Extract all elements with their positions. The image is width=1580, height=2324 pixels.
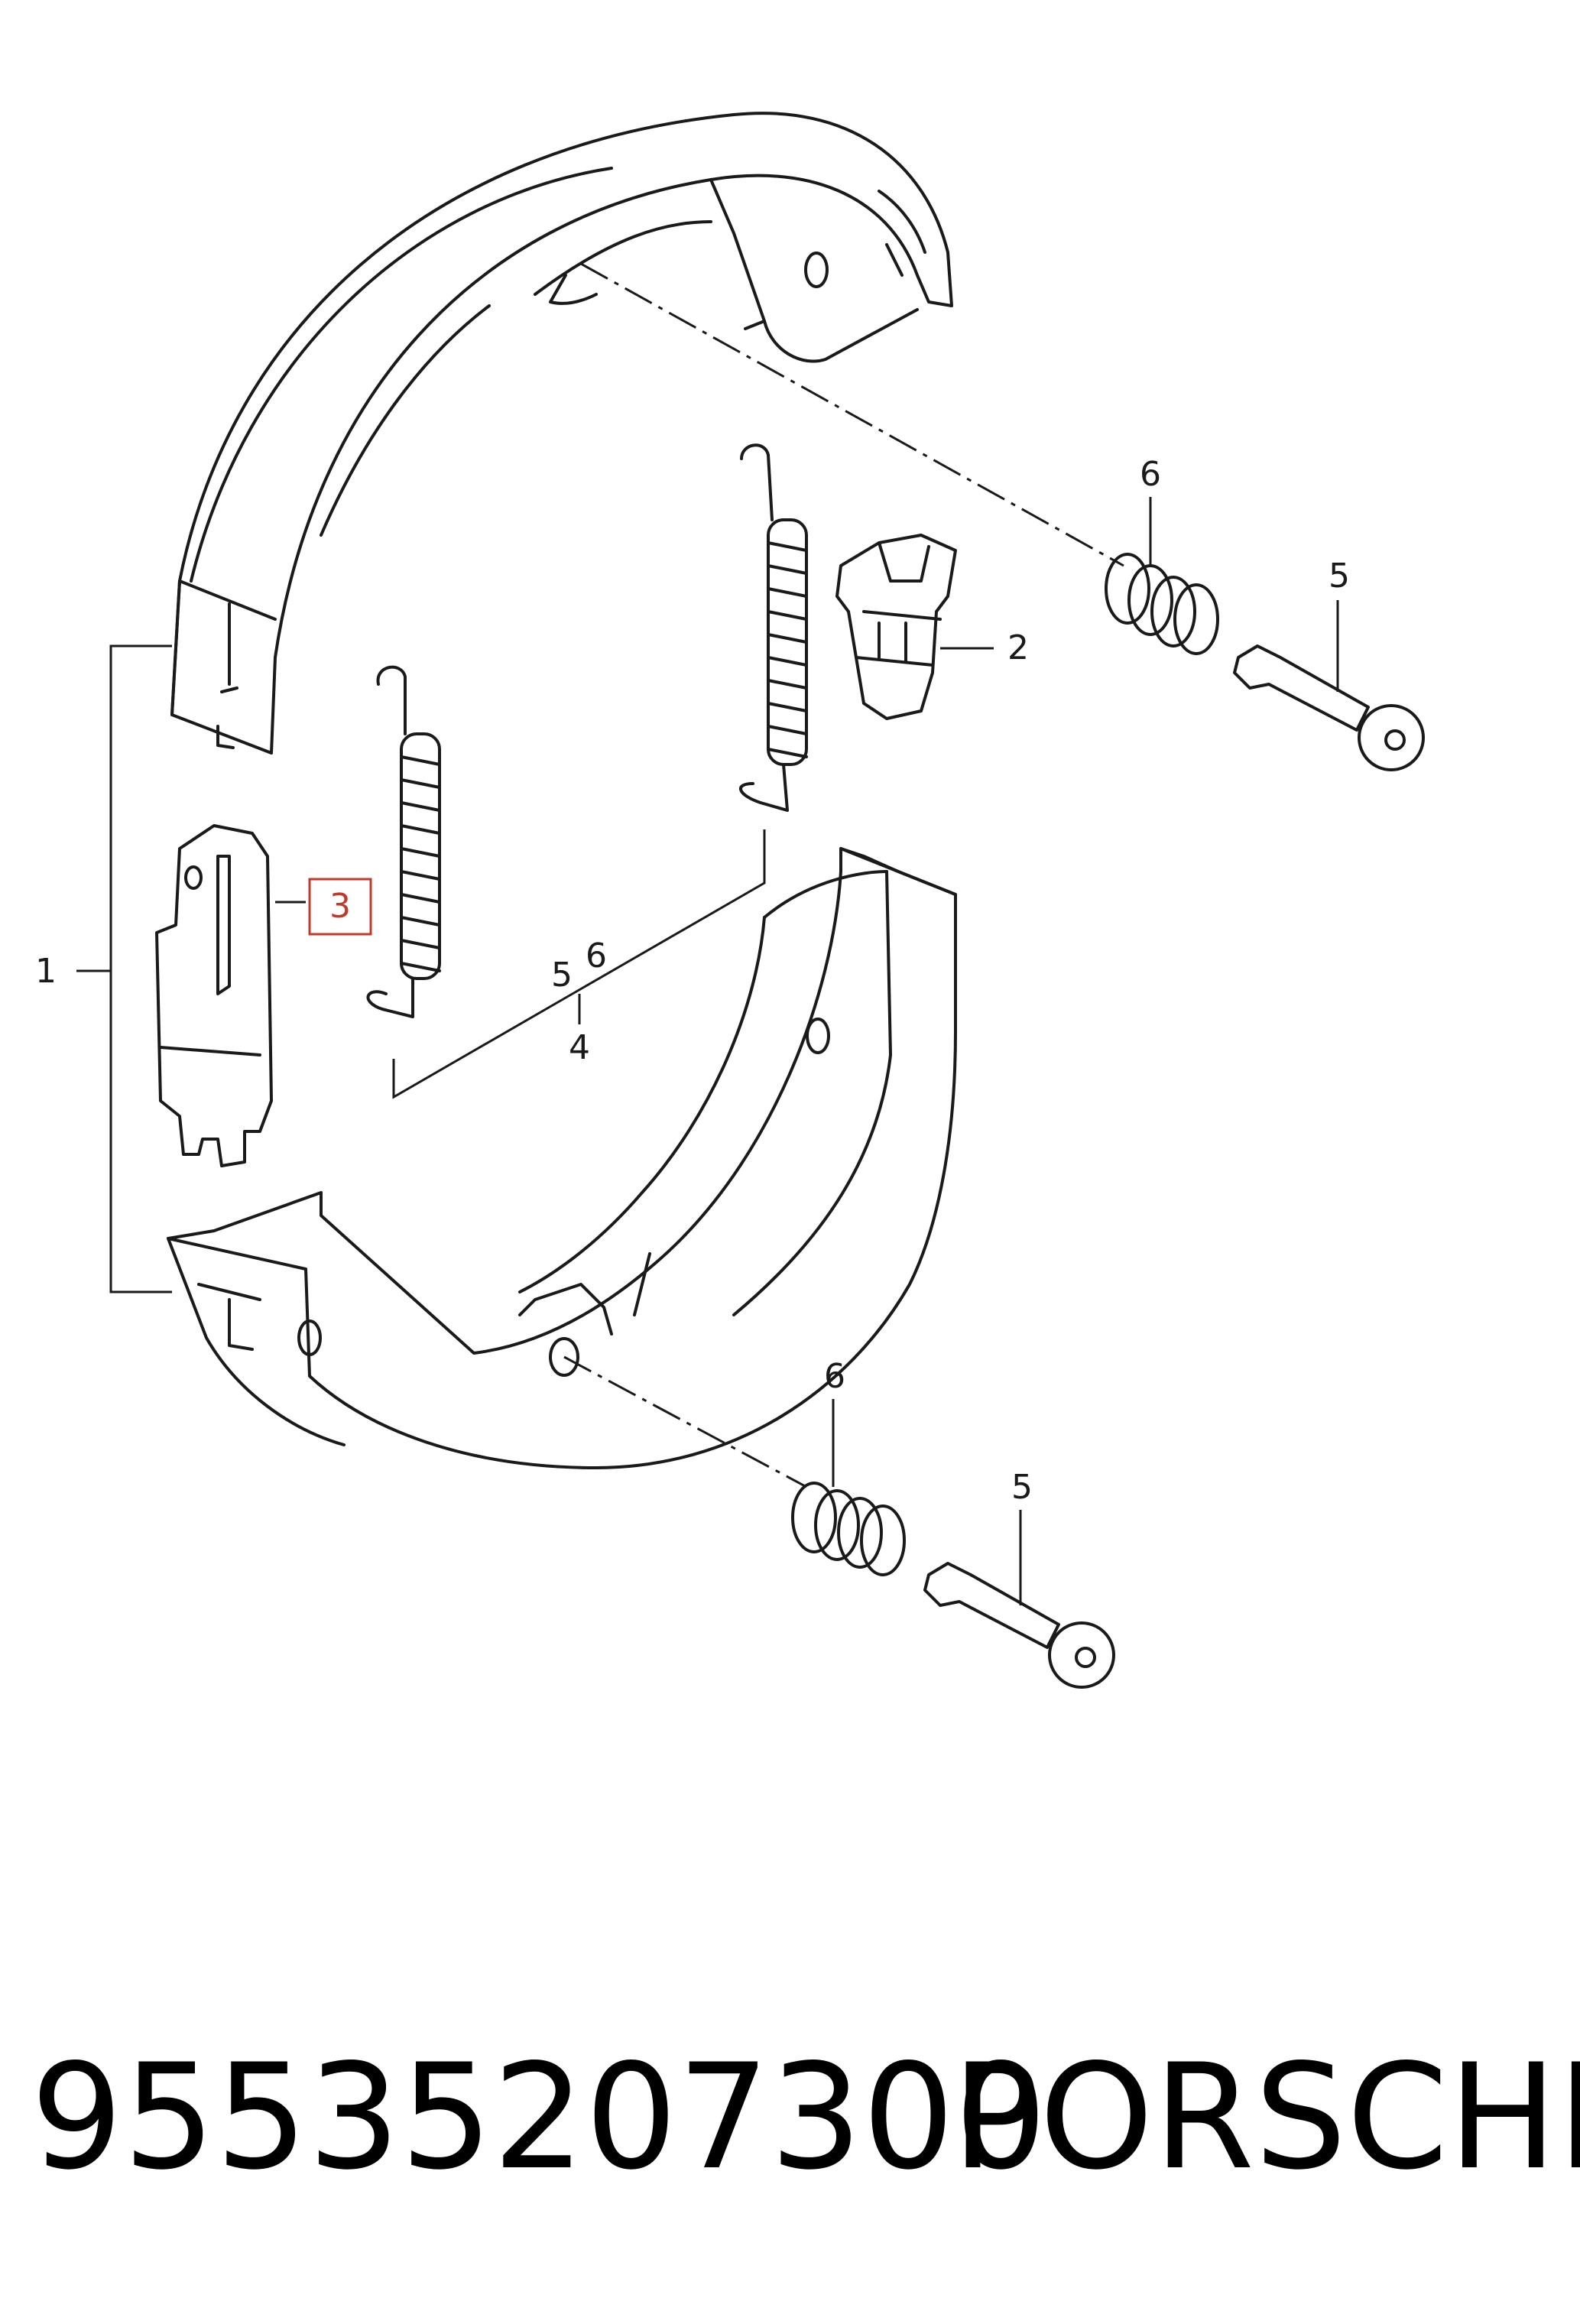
callout-2: 2	[1007, 628, 1029, 667]
leader-lines	[76, 497, 1339, 1605]
adjuster	[835, 534, 957, 720]
callout-upper-6: 6	[1140, 455, 1161, 494]
right-tension-spring	[739, 443, 808, 812]
exploded-parts-diagram: 1 2 3 4 5 6 6 5 6 5	[35, 112, 1425, 1689]
part-number: 95535207300	[31, 2033, 1047, 2202]
brand-name: PORSCHE	[952, 2033, 1580, 2202]
upper-retaining-spring	[1105, 553, 1219, 655]
bracket-1	[109, 644, 172, 1293]
lower-retaining-spring	[791, 1482, 906, 1576]
lower-alignment-axis	[563, 1355, 807, 1488]
left-tension-spring	[366, 665, 441, 1018]
upper-retaining-pin	[1233, 644, 1425, 771]
callout-4: 4	[569, 1028, 590, 1067]
callout-lower-6: 6	[824, 1357, 845, 1396]
callout-upper-5: 5	[1329, 557, 1350, 596]
callout-set-5: 5	[551, 956, 573, 995]
lever	[155, 824, 273, 1167]
callouts: 1 2 3 4 5 6 6 5 6 5	[35, 455, 1350, 1507]
upper-brake-shoe	[170, 112, 953, 755]
alignment-axes	[563, 262, 1124, 1488]
lower-retaining-pin	[923, 1562, 1115, 1689]
callout-3: 3	[329, 887, 351, 926]
callout-lower-5: 5	[1011, 1468, 1033, 1507]
upper-alignment-axis	[580, 262, 1124, 567]
bracket-4	[392, 829, 766, 1099]
callout-set-6: 6	[586, 936, 607, 975]
lower-brake-shoe	[167, 847, 957, 1469]
callout-1: 1	[35, 952, 57, 991]
callout-3-highlight-box	[308, 878, 372, 936]
caption: 95535207300 PORSCHE	[0, 2034, 1580, 2232]
